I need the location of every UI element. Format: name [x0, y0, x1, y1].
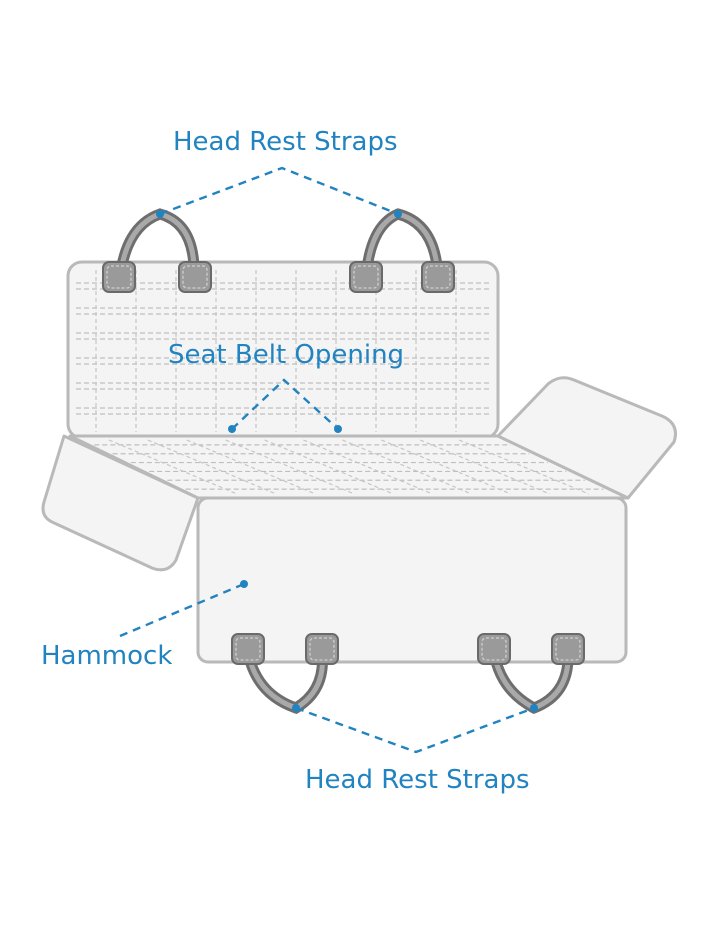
- stitch-line: [147, 439, 277, 495]
- bottom-straps-leader: [292, 704, 538, 754]
- stitch-line: [186, 439, 316, 495]
- stitch-line: [303, 439, 433, 495]
- stitch-line: [458, 439, 590, 495]
- backrest-panel: [66, 260, 500, 440]
- seat-belt-label: Seat Belt Opening: [168, 340, 405, 370]
- hammock-leader: [119, 580, 248, 638]
- stitch-line: [381, 439, 511, 495]
- seat-belt-leader: [228, 378, 342, 433]
- seat-quilting: [94, 439, 604, 495]
- hammock-panel: [196, 496, 628, 664]
- backrest-quilting: [76, 270, 490, 432]
- stitch-line: [264, 439, 394, 495]
- stitch-line: [419, 439, 551, 495]
- bottom-straps-label: Head Rest Straps: [305, 765, 530, 795]
- stitch-line: [342, 439, 472, 495]
- hammock-label: Hammock: [41, 641, 173, 671]
- top-straps-label: Head Rest Straps: [173, 127, 398, 157]
- stitch-line: [108, 439, 238, 495]
- right-side-flap: [496, 376, 677, 500]
- top-straps-leader: [156, 166, 402, 218]
- stitch-line: [225, 439, 355, 495]
- left-side-flap: [41, 434, 200, 572]
